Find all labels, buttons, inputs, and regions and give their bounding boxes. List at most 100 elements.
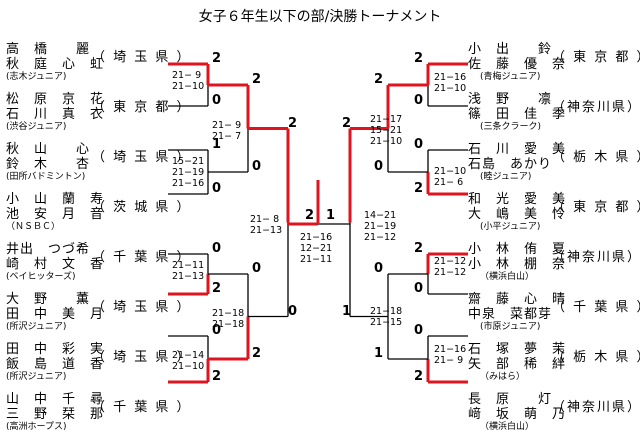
left-player-1: 井出 つづ希 xyxy=(6,242,91,257)
right-player-2: 矢 部 稀 絆 xyxy=(468,357,567,372)
left-r1-score-num: 0 xyxy=(212,181,222,196)
final-right-num: 1 xyxy=(326,208,336,223)
right-player-1: 和 光 愛 美 xyxy=(468,192,567,207)
right-player-2: 篠 田 佳 季 xyxy=(468,107,567,122)
left-player-2: 池 安 月 音 xyxy=(6,207,105,222)
left-club: (所沢ジュニア) xyxy=(6,372,67,382)
right-sf-score-num: 2 xyxy=(342,115,352,131)
right-r2-score-num: 0 xyxy=(374,159,384,174)
right-player-2: 石島 あかり xyxy=(468,157,553,172)
left-player-2: 田 中 美 月 xyxy=(6,307,105,322)
right-r1-game-scores: 21−10 21− 6 xyxy=(434,166,467,188)
right-club: (睦ジュニア) xyxy=(480,172,532,182)
left-club: (田所バドミントン) xyxy=(6,172,86,182)
right-r1-score-num: 0 xyxy=(414,323,424,338)
left-prefecture: （ 埼 玉 県 ） xyxy=(92,300,192,315)
left-r1-score-num: 1 xyxy=(212,137,222,152)
left-r2-game-scores: 21− 9 21− 7 xyxy=(212,120,242,142)
right-r1-score-num: 0 xyxy=(414,281,424,296)
left-player-1: 松 原 京 花 xyxy=(6,92,105,107)
right-club: (青梅ジュニア) xyxy=(480,72,541,82)
left-r1-game-scores: 21−14 21−10 xyxy=(172,350,205,372)
left-r1-score-num: 0 xyxy=(212,241,222,256)
left-prefecture: （ 茨 城 県 ） xyxy=(92,200,192,215)
right-r2-score-num: 1 xyxy=(374,346,384,361)
left-sf-score-num: 0 xyxy=(288,303,298,319)
final-left-num: 2 xyxy=(305,208,315,223)
left-player-2: 三 野 栞 那 xyxy=(6,407,105,422)
right-club: (市原ジュニア) xyxy=(480,322,541,332)
page-title: 女子６年生以下の部/決勝トーナメント xyxy=(198,9,442,25)
left-prefecture: （ 埼 玉 県 ） xyxy=(92,150,192,165)
right-sf-game-scores: 14−21 21−19 21−12 xyxy=(364,210,397,243)
left-prefecture: （ 千 葉 県 ） xyxy=(92,400,192,415)
right-club: （みはら） xyxy=(480,372,526,382)
right-r1-score-num: 2 xyxy=(414,51,424,66)
left-prefecture: （ 埼 玉 県 ） xyxy=(92,350,192,365)
left-r1-game-scores: 21−11 21−13 xyxy=(172,260,205,282)
left-player-2: 秋 庭 心 虹 xyxy=(6,57,105,72)
right-player-2: 大 嶋 美 怜 xyxy=(468,207,567,222)
left-player-1: 高 橋 麗 xyxy=(6,42,91,57)
right-prefecture: （ 東 京 都 ） xyxy=(552,50,640,65)
right-player-1: 石 川 愛 美 xyxy=(468,142,567,157)
left-player-1: 秋 山 心 xyxy=(6,142,91,157)
left-prefecture: （ 埼 玉 県 ） xyxy=(92,50,192,65)
right-r2-score-num: 0 xyxy=(374,261,384,276)
right-r2-score-num: 2 xyxy=(374,72,384,87)
right-player-1: 石 塚 夢 茉 xyxy=(468,342,567,357)
right-club: （横浜白山） xyxy=(480,422,535,432)
right-player-1: 長 原 灯 xyxy=(468,392,553,407)
right-player-2: 佐 藤 優 奈 xyxy=(468,57,567,72)
right-club: （横浜白山） xyxy=(480,272,535,282)
right-player-1: 小 出 鈴 xyxy=(468,42,553,57)
right-r1-game-scores: 21−16 21−10 xyxy=(434,72,467,94)
left-club: (渋谷ジュニア) xyxy=(6,122,67,132)
left-sf-score-num: 2 xyxy=(288,115,298,131)
right-prefecture: （神奈川県） xyxy=(552,400,640,415)
left-r1-game-scores: 15−21 21−19 21−16 xyxy=(172,156,205,189)
left-r2-game-scores: 21−18 21−18 xyxy=(212,308,245,330)
right-r1-score-num: 0 xyxy=(414,93,424,108)
right-prefecture: （神奈川県） xyxy=(552,100,640,115)
left-r2-score-num: 0 xyxy=(252,261,262,276)
right-player-2: 中泉 菜都芽 xyxy=(468,307,553,322)
right-prefecture: （ 千 葉 県 ） xyxy=(552,300,640,315)
right-r2-game-scores: 21−17 15−21 21−10 xyxy=(370,114,403,147)
right-r1-score-num: 2 xyxy=(414,369,424,384)
left-player-1: 山 中 千 尋 xyxy=(6,392,105,407)
right-r2-game-scores: 21−18 21−15 xyxy=(370,306,403,328)
right-r1-score-num: 2 xyxy=(414,241,424,256)
left-r1-score-num: 2 xyxy=(212,369,222,384)
left-sf-game-scores: 21− 8 21−13 xyxy=(250,214,283,236)
left-r1-score-num: 0 xyxy=(212,323,222,338)
left-player-2: 崎 村 文 香 xyxy=(6,257,105,272)
left-r1-score-num: 2 xyxy=(212,281,222,296)
right-prefecture: （神奈川県） xyxy=(552,250,640,265)
right-r1-game-scores: 21−16 21− 9 xyxy=(434,344,467,366)
right-r1-score-num: 2 xyxy=(414,181,424,196)
left-r1-score-num: 0 xyxy=(212,93,222,108)
left-player-2: 飯 島 道 香 xyxy=(6,357,105,372)
left-prefecture: （ 千 葉 県 ） xyxy=(92,250,192,265)
right-club: (小平ジュニア) xyxy=(480,222,541,232)
left-player-1: 田 中 彩 実 xyxy=(6,342,105,357)
left-r2-score-num: 2 xyxy=(252,346,262,361)
left-r1-game-scores: 21− 9 21−10 xyxy=(172,70,205,92)
right-prefecture: （ 東 京 都 ） xyxy=(552,200,640,215)
left-prefecture: （ 東 京 都 ） xyxy=(92,100,192,115)
right-player-1: 浅 野 凛 xyxy=(468,92,553,107)
left-club: （ＮＳＢＣ） xyxy=(6,222,61,232)
right-player-2: 﨑 坂 萌 乃 xyxy=(468,407,567,422)
left-club: (志木ジュニア) xyxy=(6,72,67,82)
right-club: (三条クラーク) xyxy=(480,122,542,132)
left-r2-score-num: 0 xyxy=(252,159,262,174)
right-r1-score-num: 0 xyxy=(414,137,424,152)
left-player-2: 鈴 木 杏 xyxy=(6,157,91,172)
final-game-scores: 21−16 12−21 21−11 xyxy=(300,232,333,265)
left-player-1: 小 山 蘭 寿 xyxy=(6,192,105,207)
left-club: (所沢ジュニア) xyxy=(6,322,67,332)
right-prefecture: （ 栃 木 県 ） xyxy=(552,350,640,365)
